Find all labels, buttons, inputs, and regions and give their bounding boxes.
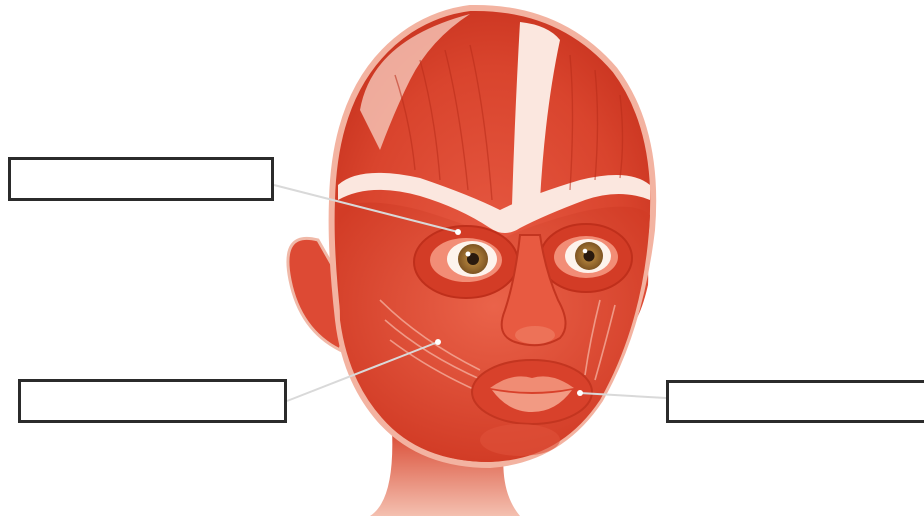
left-eye <box>447 241 497 277</box>
label-box-1[interactable] <box>8 157 274 201</box>
leader-dot-3 <box>577 390 583 396</box>
label-box-3[interactable] <box>666 380 924 423</box>
leader-dot-2 <box>435 339 441 345</box>
label-box-2[interactable] <box>18 379 287 423</box>
leader-dot-1 <box>455 229 461 235</box>
right-eye <box>565 239 611 273</box>
